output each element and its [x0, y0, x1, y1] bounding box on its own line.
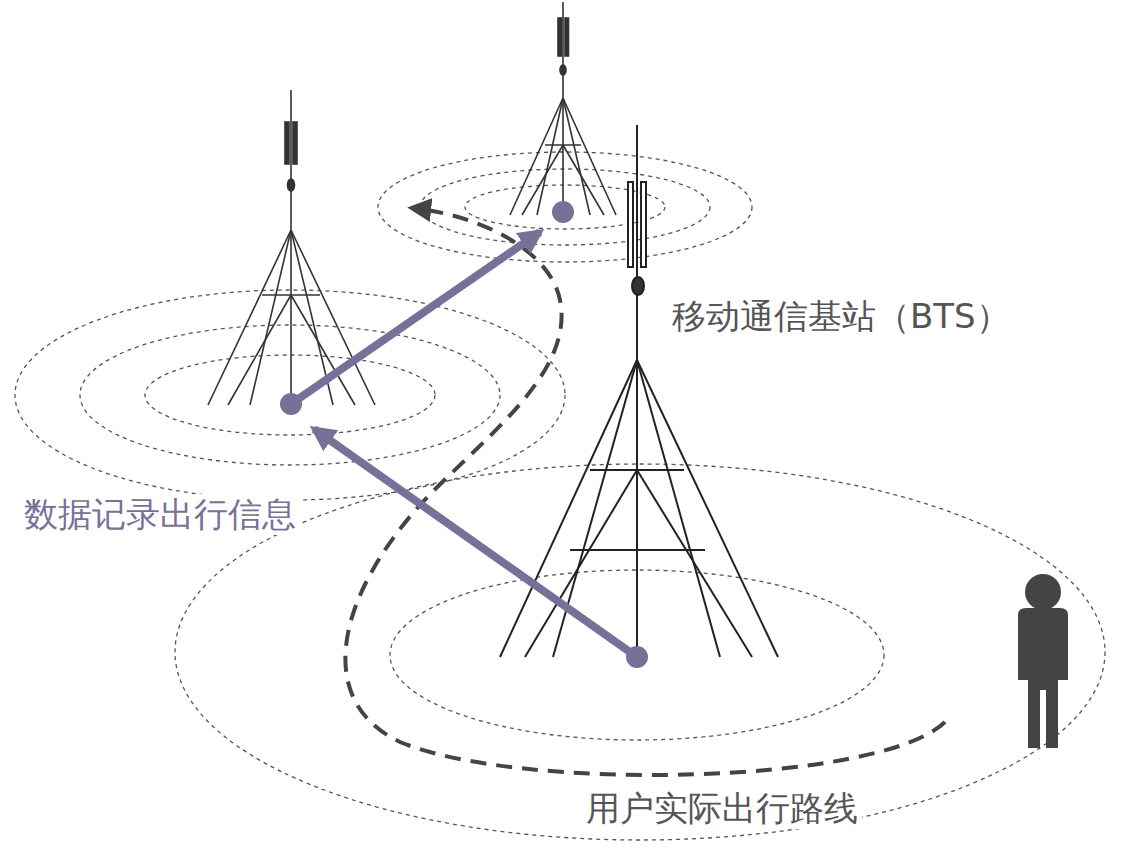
tower-leg — [637, 360, 778, 657]
person-head — [1025, 574, 1061, 610]
tower-leg — [228, 295, 291, 405]
tower-leg — [563, 98, 616, 215]
coverage-ring — [15, 290, 565, 500]
tower-brace — [570, 549, 705, 551]
antenna — [641, 182, 646, 267]
person-body — [1018, 608, 1068, 748]
tower-leg — [525, 470, 637, 657]
diagram-label: 数据记录出行信息 — [20, 494, 300, 535]
route-line — [345, 208, 945, 775]
diagram-label: 用户实际出行路线 — [582, 788, 862, 829]
tower — [510, 2, 616, 215]
coverage-ring — [465, 185, 665, 229]
antenna — [288, 179, 295, 191]
tower-brace — [590, 469, 684, 471]
antenna — [628, 182, 633, 267]
tower — [208, 90, 375, 405]
tower-mast — [636, 125, 638, 657]
coverage-ring — [175, 464, 1105, 840]
record-arrow — [291, 232, 540, 404]
coverage-ring — [420, 169, 710, 245]
antenna — [293, 122, 297, 164]
record-dot — [552, 201, 574, 223]
tower — [500, 125, 778, 657]
tower-leg — [208, 230, 291, 405]
diagram-label: 移动通信基站（BTS） — [668, 296, 1014, 337]
coverage-ring — [378, 152, 752, 262]
tower-leg — [563, 98, 590, 215]
person-icon — [1018, 574, 1068, 748]
coverage-ring — [80, 325, 500, 465]
antenna — [285, 122, 289, 164]
antenna — [558, 18, 562, 56]
coverage-rings — [15, 152, 1105, 840]
antenna — [632, 277, 644, 295]
tower-brace — [545, 144, 581, 146]
tower-leg — [250, 230, 291, 405]
coverage-ring — [145, 355, 435, 435]
record-arrow — [314, 429, 637, 657]
tower-leg — [637, 470, 752, 657]
record-dot — [280, 393, 302, 415]
tower-brace — [262, 294, 320, 296]
antenna — [560, 65, 566, 75]
tower-mast — [290, 90, 292, 405]
tower-leg — [553, 360, 637, 657]
antenna — [565, 18, 569, 56]
tower-mast — [562, 2, 564, 215]
tower-leg — [537, 98, 563, 215]
record-dot — [626, 646, 648, 668]
tower-leg — [510, 98, 563, 215]
tower-leg — [291, 295, 355, 405]
